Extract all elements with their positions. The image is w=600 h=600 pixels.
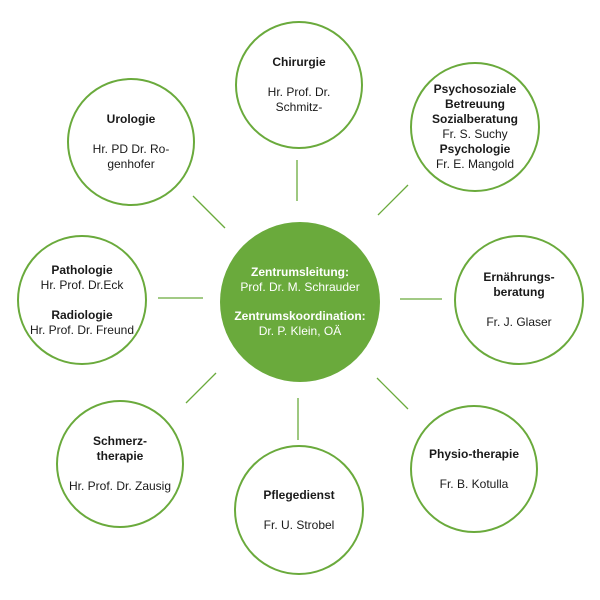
node-title: Chirurgie: [272, 55, 326, 69]
node-title: therapie: [96, 449, 144, 463]
node-name: Fr. J. Glaser: [486, 315, 552, 329]
node-title: Pathologie: [51, 262, 113, 277]
node-name: Fr. E. Mangold: [435, 157, 515, 171]
node-title: Radiologie: [51, 307, 113, 322]
center-title-koordination: Zentrumskoordination:: [234, 309, 366, 323]
connector-psychosozial: [377, 184, 409, 216]
node-urologie: Urologie Hr. PD Dr. Ro- genhofer: [67, 78, 195, 206]
center-name-koordination: Dr. P. Klein, OÄ: [258, 324, 342, 338]
node-name: genhofer: [107, 157, 155, 171]
node-name: Hr. Prof. Dr.: [267, 85, 331, 99]
node-name: Hr. Prof. Dr. Freund: [29, 322, 135, 337]
center-name-leitung: Prof. Dr. M. Schrauder: [240, 280, 360, 294]
node-title: Psychosoziale: [433, 82, 517, 96]
node-title: Betreuung: [445, 97, 505, 111]
node-title: Ernährungs-: [483, 270, 555, 284]
node-schmerz: Schmerz- therapie Hr. Prof. Dr. Zausig: [56, 400, 184, 528]
node-title: Sozialberatung: [431, 112, 518, 126]
node-ernaehrung: Ernährungs- beratung Fr. J. Glaser: [454, 235, 584, 365]
node-name: Fr. U. Strobel: [263, 517, 335, 532]
node-name: Hr. Prof. Dr.Eck: [40, 277, 124, 292]
node-pflege: Pflegedienst Fr. U. Strobel: [234, 445, 364, 575]
center-title-leitung: Zentrumsleitung:: [251, 265, 349, 279]
node-title: Psychologie: [439, 142, 511, 156]
node-name: Schmitz-: [275, 100, 323, 114]
node-name: Fr. B. Kotulla: [439, 476, 509, 491]
node-title: Physio-therapie: [428, 446, 520, 461]
connector-physio: [376, 377, 409, 410]
node-name: Hr. Prof. Dr. Zausig: [68, 479, 172, 493]
node-chirurgie: Chirurgie Hr. Prof. Dr. Schmitz-: [235, 21, 363, 149]
node-name: Hr. PD Dr. Ro-: [92, 142, 170, 156]
node-title: Urologie: [106, 112, 156, 126]
node-title: Pflegedienst: [263, 487, 335, 502]
node-psychosozial: Psychosoziale Betreuung Sozialberatung F…: [410, 62, 540, 192]
node-title: beratung: [493, 285, 545, 299]
connector-urologie: [192, 195, 226, 229]
connector-schmerz: [185, 372, 217, 404]
node-patho: Pathologie Hr. Prof. Dr.Eck Radiologie H…: [17, 235, 147, 365]
node-title: Schmerz-: [92, 434, 148, 448]
node-physio: Physio-therapie Fr. B. Kotulla: [410, 405, 538, 533]
center-node: Zentrumsleitung: Prof. Dr. M. Schrauder …: [220, 222, 380, 382]
node-name: Fr. S. Suchy: [442, 127, 508, 141]
